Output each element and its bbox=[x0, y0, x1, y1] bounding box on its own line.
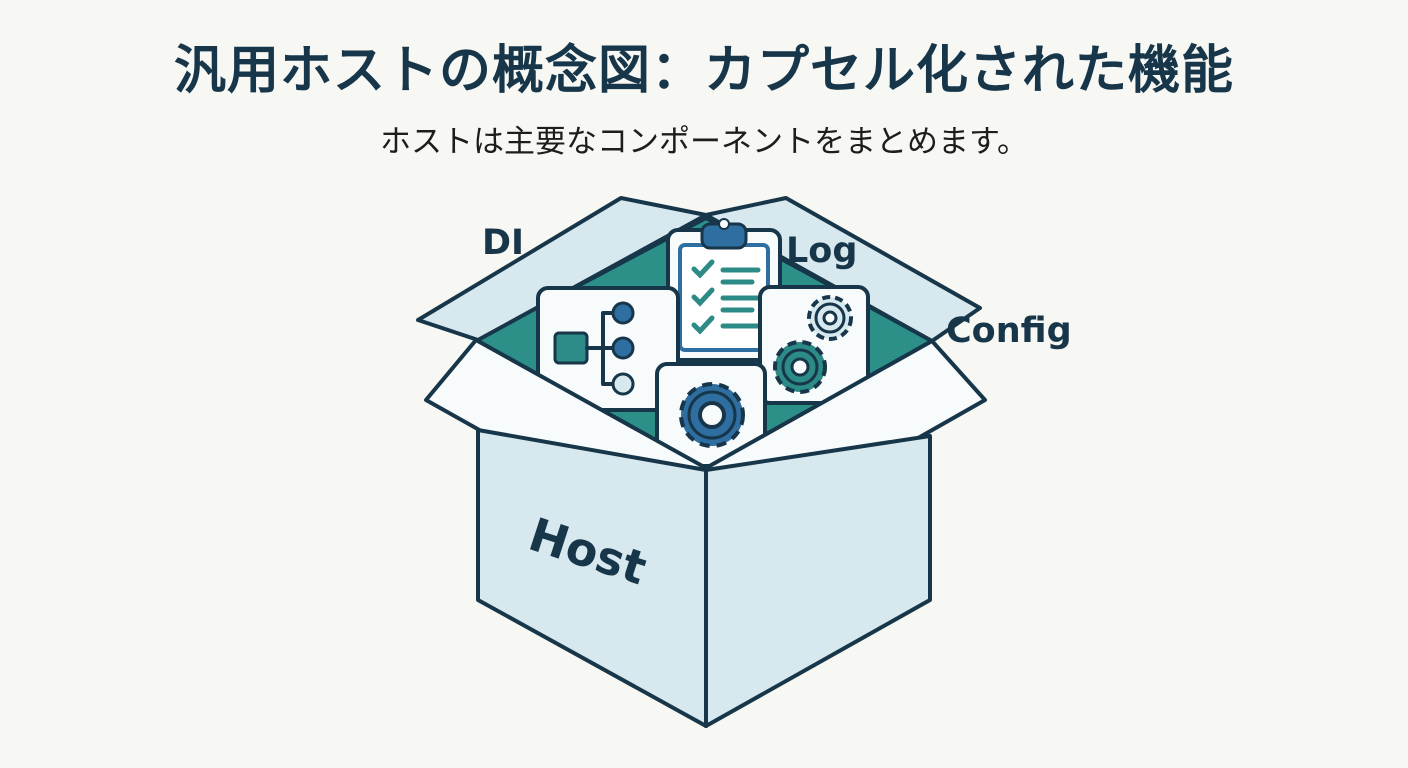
gear-icon bbox=[655, 362, 767, 468]
page-subtitle: ホストは主要なコンポーネントをまとめます。 bbox=[380, 124, 1028, 160]
page-title: 汎用ホストの概念図：カプセル化された機能 bbox=[173, 41, 1234, 101]
tree-node-icon bbox=[536, 286, 680, 412]
config-label: Config bbox=[946, 311, 1072, 351]
log-label: Log bbox=[786, 231, 857, 271]
di-label: DI bbox=[482, 223, 524, 263]
gears-icon bbox=[758, 285, 870, 405]
box-right-face bbox=[704, 434, 932, 728]
